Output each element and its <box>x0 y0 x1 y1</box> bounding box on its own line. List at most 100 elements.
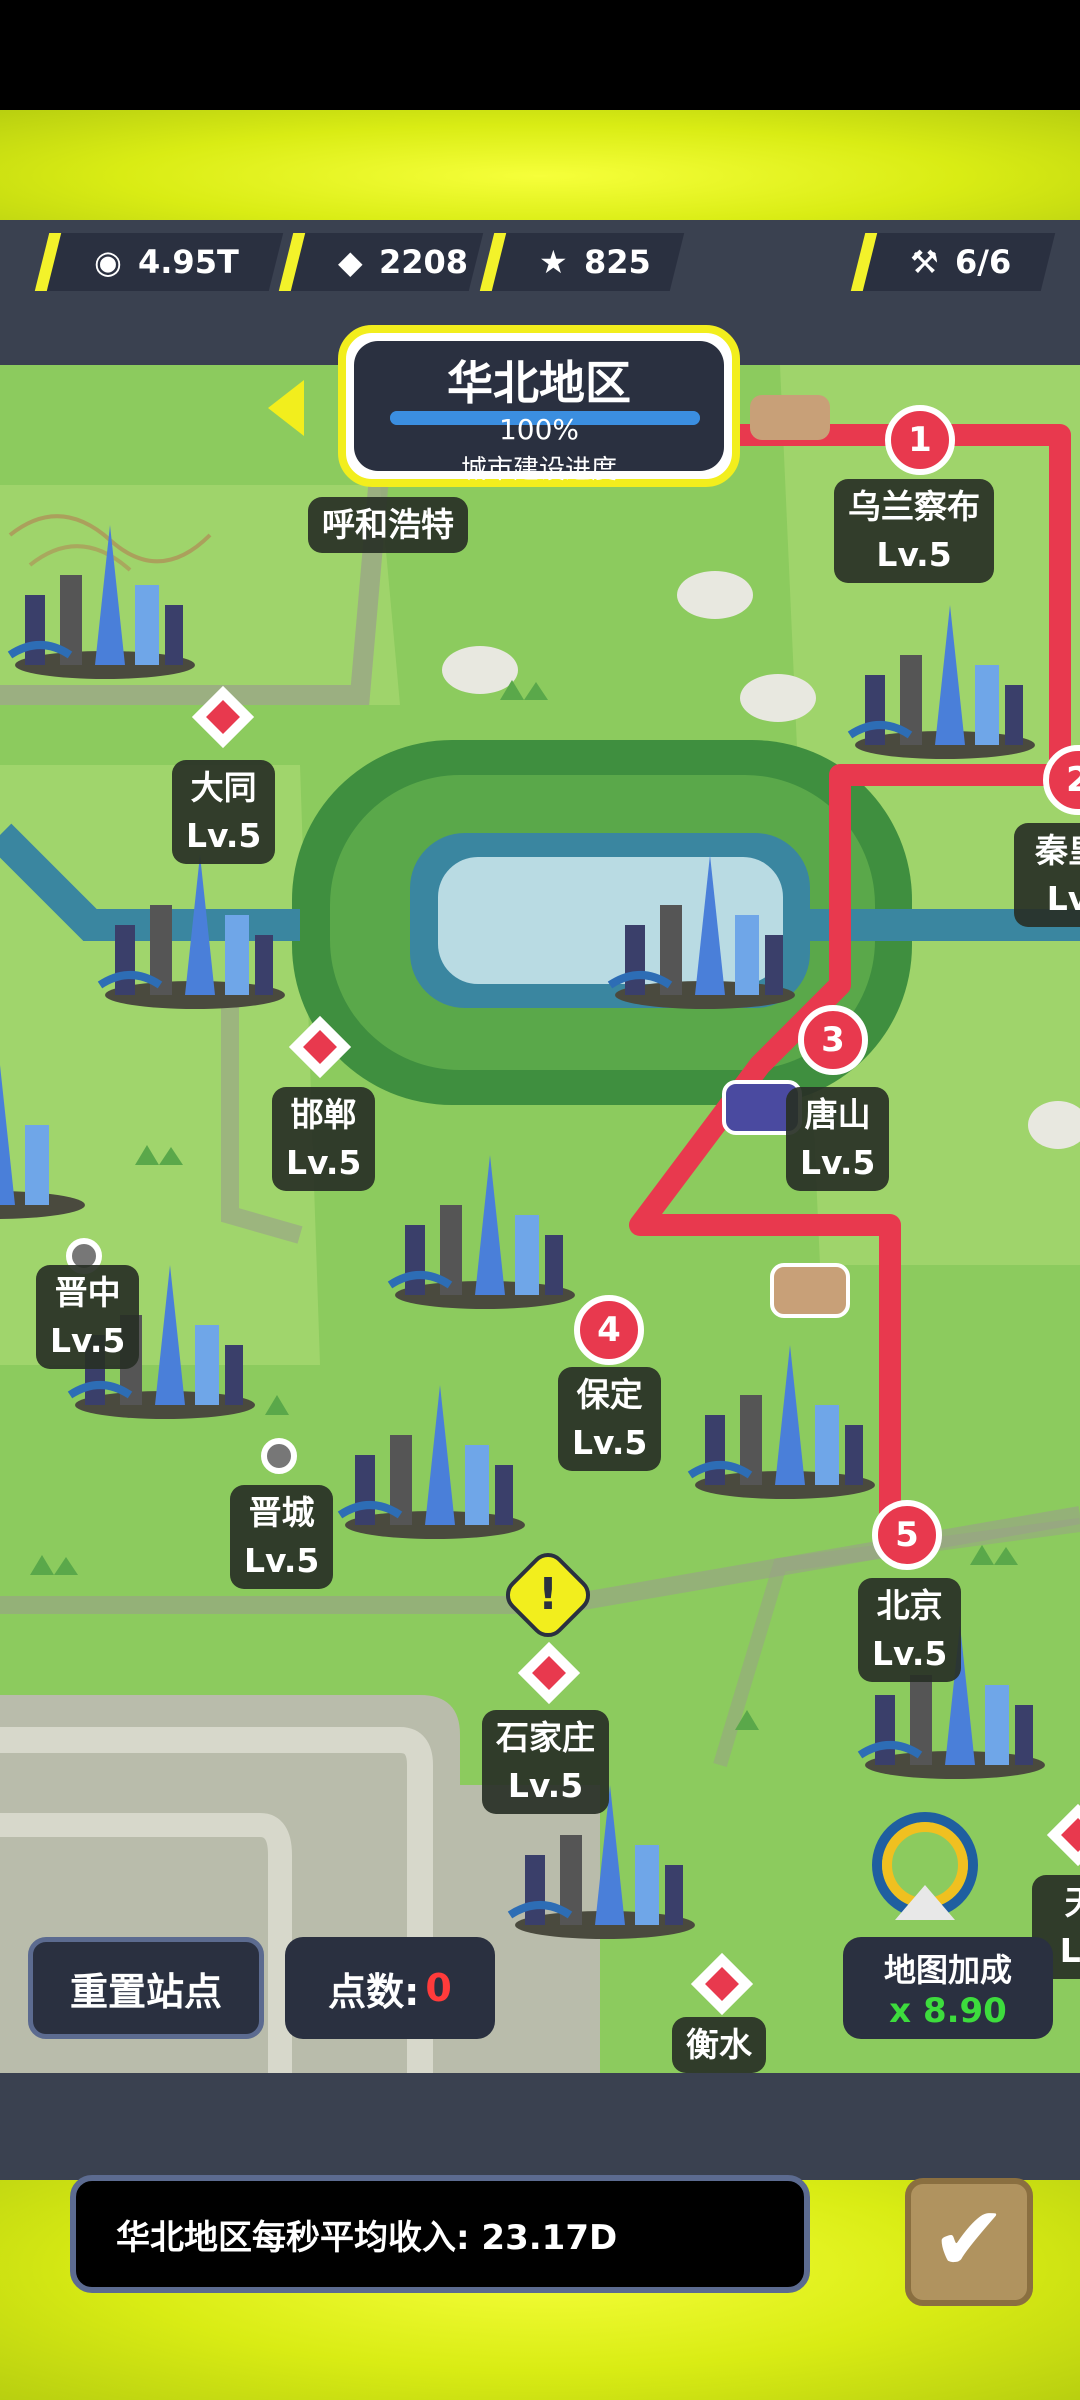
city-name: 秦皇 <box>1035 831 1080 870</box>
region-title-card: 华北地区 100% 城市建设进度 <box>338 325 740 487</box>
skyline-icon <box>607 855 795 1009</box>
city-level: Lv.5 <box>800 1143 876 1182</box>
coin-icon: ◉ <box>94 243 122 281</box>
city-name: 乌兰察布 <box>848 487 980 526</box>
city-jinzhong-building[interactable] <box>60 1245 270 1429</box>
skyline-icon <box>97 855 285 1009</box>
city-level: Lv.5 <box>186 816 262 855</box>
city-label-hohhot[interactable]: 呼和浩特 <box>308 497 468 553</box>
reset-stations-button[interactable]: 重置站点 <box>28 1937 264 2039</box>
city-label-datong[interactable]: 大同 Lv.5 <box>172 760 276 864</box>
city-name: 呼和浩特 <box>322 505 454 544</box>
confirm-button[interactable]: ✔ <box>905 2178 1033 2306</box>
city-name: 晋城 <box>248 1493 315 1532</box>
car-icon <box>750 395 830 440</box>
skyline-icon <box>337 1385 525 1539</box>
city-jincheng-building[interactable] <box>330 1365 540 1549</box>
city-label-jincheng[interactable]: 晋城 Lv.5 <box>230 1485 334 1589</box>
map-bonus-label: 地图加成 <box>883 1951 1012 1989</box>
skyline-icon <box>687 1345 875 1499</box>
city-level: Lv.5 <box>572 1423 648 1462</box>
city-label-baoding[interactable]: 保定 Lv.5 <box>558 1367 662 1471</box>
income-panel: 华北地区每秒平均收入: 23.17D <box>70 2175 810 2293</box>
diamond-icon: ◆ <box>338 243 363 281</box>
city-lake-building[interactable] <box>600 835 810 1019</box>
skyline-icon <box>507 1785 695 1939</box>
city-left-edge-building[interactable] <box>0 1045 100 1229</box>
city-name: 邯郸 <box>290 1095 357 1134</box>
tools-counter: ⚒ 6/6 <box>850 233 1056 291</box>
city-label-shijiazhuang[interactable]: 石家庄 Lv.5 <box>482 1710 609 1814</box>
hammer-icon: ⚒ <box>910 243 939 281</box>
region-map[interactable]: 1 2 3 4 5 ! 呼和浩特 乌兰察布 Lv.5 大同 Lv.5 秦皇 Lv… <box>0 365 1080 2073</box>
progress-bar <box>390 411 700 425</box>
progress-fill <box>390 411 700 425</box>
skyline-icon <box>857 1625 1045 1779</box>
map-bonus-value: x 8.90 <box>889 1991 1007 2031</box>
points-display: 点数: 0 <box>285 1937 495 2039</box>
city-ulanqab-building[interactable] <box>840 585 1050 769</box>
city-hohhot-building[interactable] <box>0 505 210 689</box>
map-footer-bar <box>0 2073 1080 2180</box>
city-name: 天 <box>1046 1879 1080 1927</box>
car-icon <box>770 1263 850 1318</box>
route-stop-1[interactable]: 1 <box>885 405 955 475</box>
city-baoding-building[interactable] <box>680 1325 890 1509</box>
city-name: 唐山 <box>804 1095 871 1134</box>
income-text: 华北地区每秒平均收入: 23.17D <box>116 2217 618 2258</box>
status-bar-area <box>0 0 1080 110</box>
city-label-handan[interactable]: 邯郸 Lv.5 <box>272 1087 376 1191</box>
points-label: 点数: <box>328 1969 420 2014</box>
stars-counter: ★ 825 <box>479 233 685 291</box>
coins-value: 4.95T <box>137 243 239 281</box>
points-value: 0 <box>425 1966 452 2010</box>
city-name: 石家庄 <box>496 1718 595 1757</box>
city-shijiazhuang-building[interactable] <box>500 1765 710 1949</box>
warning-exclamation-icon: ! <box>537 1569 559 1620</box>
tools-value: 6/6 <box>954 243 1011 281</box>
city-level: Lv.5 <box>50 1321 126 1360</box>
city-label-jinzhong[interactable]: 晋中 Lv.5 <box>36 1265 140 1369</box>
checkmark-icon: ✔ <box>931 2187 1007 2292</box>
empty-station-icon[interactable] <box>261 1438 297 1474</box>
progress-label: 城市建设进度 <box>460 455 617 485</box>
city-handan-building[interactable] <box>380 1135 590 1319</box>
map-bonus-button[interactable]: 地图加成 x 8.90 <box>843 1937 1053 2039</box>
star-icon: ★ <box>539 243 568 281</box>
skyline-icon <box>7 525 195 679</box>
city-beijing-building[interactable] <box>850 1605 1060 1789</box>
skyline-icon <box>0 1065 85 1219</box>
city-level: Lv.5 <box>507 1766 584 1805</box>
city-label-ulanqab[interactable]: 乌兰察布 Lv.5 <box>834 479 994 583</box>
gems-counter: ◆ 2208 <box>278 233 484 291</box>
route-stop-5[interactable]: 5 <box>872 1500 942 1570</box>
city-level: Lv.5 <box>876 535 952 574</box>
back-arrow-icon[interactable] <box>268 380 304 436</box>
city-name: 大同 <box>190 768 257 807</box>
gems-value: 2208 <box>378 243 468 281</box>
skyline-icon <box>387 1155 575 1309</box>
city-level: Lv.5 <box>244 1541 320 1580</box>
progress-percent: 100% <box>498 413 580 446</box>
city-name: 北京 <box>876 1586 943 1625</box>
city-level: Lv.5 <box>286 1143 362 1182</box>
city-label-qinhuang[interactable]: 秦皇 Lv <box>1014 823 1080 927</box>
route-stop-3[interactable]: 3 <box>798 1005 868 1075</box>
city-level: Lv.5 <box>872 1634 948 1673</box>
city-datong-building[interactable] <box>90 835 300 1019</box>
skyline-icon <box>847 605 1035 759</box>
city-label-beijing[interactable]: 北京 Lv.5 <box>858 1578 962 1682</box>
city-level: Lv <box>1046 879 1080 918</box>
region-name: 华北地区 <box>447 356 631 410</box>
city-label-hengshui[interactable]: 衡水 <box>672 2017 766 2073</box>
top-banner <box>0 110 1080 220</box>
route-stop-4[interactable]: 4 <box>574 1295 644 1365</box>
city-name: 晋中 <box>54 1273 121 1312</box>
skyline-icon <box>67 1265 255 1419</box>
city-name: 保定 <box>576 1375 643 1414</box>
coins-counter: ◉ 4.95T <box>34 233 284 291</box>
city-label-tangshan[interactable]: 唐山 Lv.5 <box>786 1087 890 1191</box>
city-level: Lv <box>1059 1931 1080 1970</box>
city-name: 衡水 <box>686 2025 752 2064</box>
stars-value: 825 <box>583 243 651 281</box>
